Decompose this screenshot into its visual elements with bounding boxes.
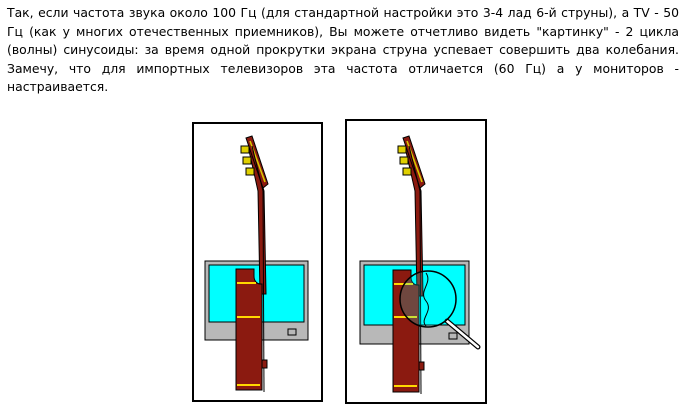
tuning-peg-icon <box>240 145 250 154</box>
guitar-bridge <box>418 361 425 371</box>
tuning-peg-icon <box>245 167 255 176</box>
guitar-body <box>235 268 263 391</box>
magnifier-icon <box>399 270 481 350</box>
tuning-peg-icon <box>399 156 409 165</box>
illustration-guitar-tv-drawing <box>204 135 309 393</box>
tv-control-knob <box>287 328 297 336</box>
tuning-peg-icon <box>242 156 252 165</box>
tuning-peg-icon <box>397 145 407 154</box>
guitar-string <box>408 145 421 192</box>
illustration-guitar-tv-magnifier <box>345 119 487 404</box>
guitar-bridge <box>261 359 268 369</box>
article-paragraph: Так, если частота звука около 100 Гц (дл… <box>7 5 679 94</box>
tuning-peg-icon <box>402 167 412 176</box>
guitar-string <box>251 145 264 192</box>
illustration-guitar-tv <box>192 122 323 402</box>
illustration-guitar-tv-magnifier-drawing <box>359 135 481 395</box>
guitar-string <box>262 190 265 393</box>
guitar-string <box>419 190 422 395</box>
tv-control-knob <box>448 332 458 340</box>
vibrating-string-wave <box>423 272 429 327</box>
